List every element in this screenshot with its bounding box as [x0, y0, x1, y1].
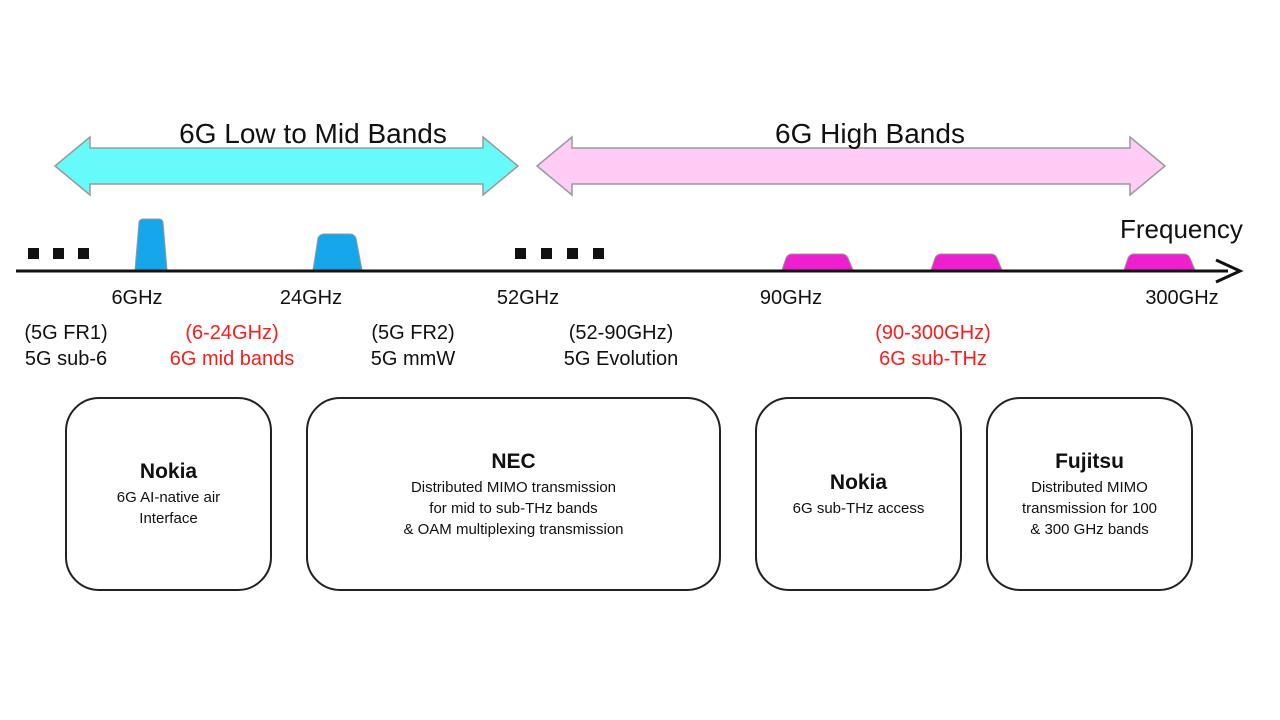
vendor-box-nec: NEC Distributed MIMO transmission for mi… [306, 397, 721, 591]
ellipsis-middle [515, 248, 604, 259]
band-label-5g-fr2: (5G FR2) 5G mmW [371, 320, 455, 372]
vendor-description: Distributed MIMO transmission for mid to… [403, 478, 624, 538]
ellipsis-left [28, 248, 89, 259]
low-mid-band-title: 6G Low to Mid Bands [179, 118, 447, 149]
band-name: 5G mmW [370, 348, 456, 370]
vendor-description: 6G sub-THz access [792, 499, 925, 517]
band-label-5g-evolution: (52-90GHz) 5G Evolution [564, 320, 679, 372]
band-name: 6G mid bands [169, 348, 295, 370]
spectrum-block-90ghz [781, 253, 854, 271]
tick-label: 24GHz [279, 287, 343, 309]
band-range: (90-300GHz) [875, 322, 991, 344]
vendor-name: Nokia [139, 460, 198, 483]
vendor-description: 6G AI-native air Interface [116, 489, 221, 527]
high-band-arrow [535, 135, 1167, 197]
vendor-name: Fujitsu [1055, 449, 1124, 473]
band-range: (52-90GHz) [568, 322, 674, 344]
frequency-axis-label: Frequency [1120, 214, 1243, 244]
frequency-axis-arrowhead [1215, 258, 1244, 284]
vendor-description: Distributed MIMO transmission for 100 & … [1021, 478, 1158, 538]
tick-label: 300GHz [1145, 287, 1219, 309]
low-mid-band-arrow [53, 135, 520, 197]
band-name: 5G Evolution [563, 348, 679, 370]
vendor-name: Nokia [829, 470, 888, 494]
tick-label: 52GHz [496, 287, 560, 309]
spectrum-block-24ghz [312, 233, 363, 271]
vendor-box-nokia-sub-thz: Nokia 6G sub-THz access [755, 397, 962, 591]
spectrum-block-sub-thz-mid [930, 253, 1003, 271]
band-range: (5G FR2) [371, 322, 455, 344]
vendor-name: NEC [491, 449, 536, 473]
high-band-title: 6G High Bands [775, 118, 965, 149]
band-label-6g-mid: (6-24GHz) 6G mid bands [170, 320, 295, 372]
tick-label: 90GHz [759, 287, 823, 309]
spectrum-block-300ghz [1123, 253, 1196, 271]
band-name: 5G sub-6 [24, 348, 108, 370]
band-label-6g-sub-thz: (90-300GHz) 6G sub-THz [875, 320, 991, 372]
band-range: (6-24GHz) [185, 322, 279, 344]
vendor-box-fujitsu: Fujitsu Distributed MIMO transmission fo… [986, 397, 1193, 591]
vendor-box-nokia-ai: Nokia 6G AI-native air Interface [65, 397, 272, 591]
spectrum-block-6ghz [134, 218, 168, 271]
band-name: 6G sub-THz [879, 348, 987, 370]
tick-label: 6GHz [111, 287, 163, 309]
band-label-5g-fr1: (5G FR1) 5G sub-6 [24, 320, 107, 372]
band-range: (5G FR1) [24, 322, 108, 344]
